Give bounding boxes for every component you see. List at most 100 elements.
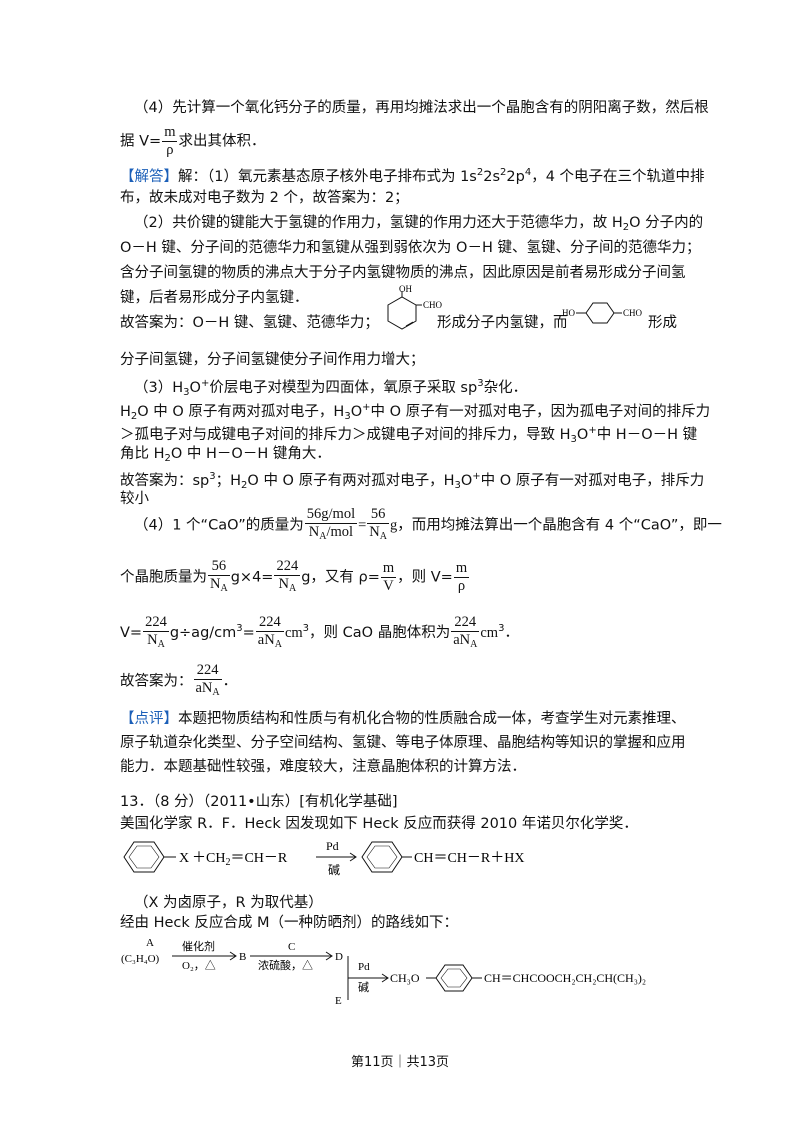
subscript: 3	[454, 480, 461, 491]
text-line: 布，故未成对电子数为 2 个，故答案为：2；	[120, 190, 409, 206]
text-fragment: ，则 V=	[397, 569, 453, 586]
text-fragment: 解：（1）氧元素基态原子核外电子排布式为 1s	[178, 169, 477, 185]
numerator: m	[164, 124, 176, 140]
denominator: aNA	[451, 630, 480, 653]
text-fragment: 据 V=	[120, 133, 162, 150]
base-label: 碱	[358, 981, 369, 994]
x-label: X	[179, 851, 189, 866]
text-fragment: cm	[480, 625, 499, 641]
subscript: 2	[241, 480, 248, 491]
numerator: 224	[196, 662, 219, 678]
text-fragment: ，4 个电子在三个轨道中排	[531, 169, 705, 185]
text-line: （4）先计算一个氧化钙分子的质量，再用均摊法求出一个晶胞含有的阴阳离子数，然后根	[134, 100, 709, 116]
text-fragment: 中 H－O－H 键	[596, 427, 698, 443]
b-label: B	[239, 951, 246, 963]
numerator: m	[382, 560, 395, 576]
synthesis-route-scheme: A (C₃H₄O) 催化剂 O₂，△ B C 浓硫酸，△ D Pd 碱 E CH…	[121, 937, 646, 1007]
product-chain-label: CH＝CHCOOCH₂CH₂CH(CH₃)₂	[484, 971, 646, 985]
text-fragment: N	[369, 524, 380, 540]
text-fragment: aN	[257, 631, 275, 648]
text-fragment: O 中 O 原子有两对孤对电子，H	[247, 473, 455, 489]
catalyst-label: Pd	[358, 961, 370, 973]
text-line: 键，后者易形成分子内氢键．	[120, 290, 309, 306]
text-line: ＞孤电子对与成键电子对间的排斥力＞成键电子对间的排斥力，导致 H3O+中 H－O…	[120, 425, 698, 445]
denominator: ρ	[162, 141, 178, 159]
superscript: 3	[236, 623, 243, 634]
text-fragment: N	[210, 576, 221, 592]
text-fragment: g	[390, 517, 398, 534]
numerator: 56	[211, 558, 227, 574]
d-label: D	[335, 951, 343, 963]
numerator: 224	[259, 613, 281, 630]
text-line: 形成分子内氢键，而	[437, 315, 568, 331]
numerator: 224	[276, 558, 299, 574]
text-fragment: O 中 H－O－H 键角大．	[170, 446, 331, 462]
condition-label: O₂，△	[182, 959, 216, 972]
subscript: A	[288, 583, 297, 594]
product-label: CH＝CH－R＋HX	[414, 851, 524, 866]
subscript: A	[220, 583, 228, 594]
superscript: 2	[476, 167, 484, 178]
heck-reaction-scheme: X ＋CH2＝CH－R Pd 碱 CH＝CH－R＋HX	[123, 839, 524, 877]
text-fragment: 故答案为：sp	[120, 473, 210, 489]
ho-label: HO	[562, 308, 575, 318]
numerator: 56	[370, 506, 386, 522]
text-line: 含分子间氢键的物质的沸点大于分子内氢键物质的沸点，因此原因是前者易形成分子间氢	[120, 265, 686, 281]
denominator: aNA	[255, 630, 284, 653]
text-line: 【点评】本题把物质结构和性质与有机化合物的性质融合成一体，考查学生对元素推理、	[120, 709, 686, 729]
superscript: 2	[500, 167, 507, 178]
subscript: A	[470, 638, 478, 650]
text-fragment: 角比 H	[120, 446, 165, 462]
numerator: 56g/mol	[306, 506, 356, 522]
subscript: A	[157, 638, 165, 650]
text-line: O－H 键、分子间的范德华力和氢键从强到弱依次为 O－H 键、氢键、分子间的范德…	[120, 240, 701, 256]
numerator: 224	[454, 613, 477, 630]
p-hydroxybenzaldehyde-structure: HO CHO	[562, 302, 643, 324]
superscript: 3	[477, 378, 484, 389]
answer-tag: 【解答】	[120, 169, 178, 185]
superscript: 3	[498, 623, 505, 634]
subscript: 2	[622, 222, 630, 233]
text-fragment: =	[358, 517, 367, 534]
oh-label: OH	[399, 284, 412, 294]
base-label: 碱	[328, 863, 340, 877]
text-line: （2）共价键的键能大于氢键的作用力，氢键的作用力还大于范德华力，故 H2O 分子…	[134, 213, 703, 238]
text-fragment: g×4=	[230, 569, 274, 586]
text-fragment: ；H	[215, 473, 242, 489]
subscript: 3	[344, 411, 351, 422]
superscript: +	[362, 402, 371, 413]
text-line: 故答案为：O－H 键、氢键、范德华力；	[120, 315, 379, 331]
subscript: 3	[570, 434, 577, 445]
text-fragment: 2p	[506, 169, 525, 185]
superscript: +	[472, 471, 481, 482]
denominator: V	[380, 577, 397, 595]
text-fragment: aN	[453, 631, 471, 648]
a-formula: (C₃H₄O)	[121, 953, 160, 965]
denominator: NA	[367, 523, 390, 545]
superscript: 3	[302, 623, 310, 634]
subscript: 2	[164, 453, 171, 464]
text-fragment: ＞孤电子对与成键电子对间的排斥力＞成键电子对间的排斥力，导致 H	[120, 427, 571, 443]
text-fragment: N	[147, 631, 158, 648]
question-header: 13．（8 分）（2011•山东）[有机化学基础]	[120, 794, 398, 810]
text-line: 故答案为：sp3；H2O 中 O 原子有两对孤对电子，H3O+中 O 原子有一对…	[120, 471, 705, 491]
text-fragment: O 分子内的	[629, 215, 704, 231]
superscript: +	[200, 378, 210, 389]
text-fragment: g，又有 ρ=	[301, 569, 380, 586]
text-fragment: （2）共价键的键能大于氢键的作用力，氢键的作用力还大于范德华力，故 H	[134, 215, 623, 231]
condition-label: 浓硫酸，△	[258, 958, 313, 972]
text-line: 【解答】解：（1）氧元素基态原子核外电子排布式为 1s22s22p4，4 个电子…	[120, 163, 705, 187]
text-fragment: O 中 O 原子有两对孤对电子，H	[137, 404, 345, 420]
text-fragment: 故答案为：	[120, 673, 193, 690]
catalyst-label: Pd	[326, 839, 339, 853]
